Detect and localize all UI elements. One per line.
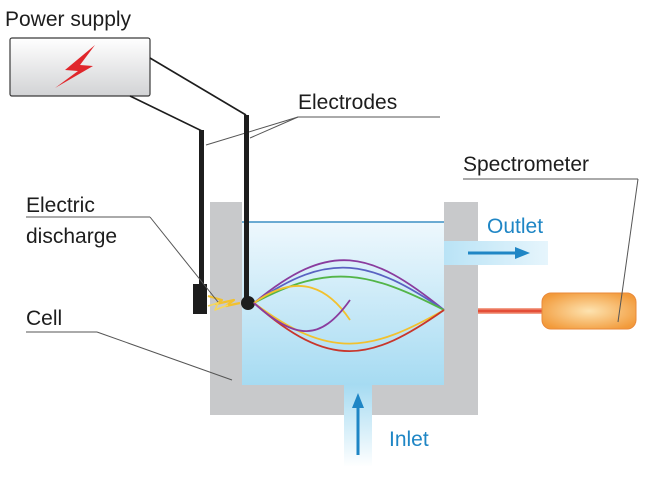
wave-purple xyxy=(253,259,445,311)
cell-callout: Cell xyxy=(26,307,233,381)
left-electrode-rod xyxy=(199,130,204,285)
electric-discharge-label-line1: Electric xyxy=(26,194,95,217)
electrodes-callout: Electrodes xyxy=(205,91,440,146)
electrodes-label: Electrodes xyxy=(298,91,397,114)
lightning-bolt-icon xyxy=(55,45,95,88)
outlet-label: Outlet xyxy=(487,215,543,238)
spectrometer-label: Spectrometer xyxy=(463,153,589,176)
cell-right-wall xyxy=(444,202,478,415)
spark-icon xyxy=(207,294,241,311)
electric-discharge-leader xyxy=(149,216,219,303)
cell-label: Cell xyxy=(26,307,62,330)
left-electrode-tip xyxy=(193,284,207,314)
cell-liquid xyxy=(242,222,444,385)
electric-discharge-label-line2: discharge xyxy=(26,225,117,248)
wave-green xyxy=(253,275,445,311)
electrodes-leader-right xyxy=(249,116,299,139)
wire-to-left-electrode xyxy=(129,95,203,132)
outlet-arrow xyxy=(468,247,530,259)
wave-blue xyxy=(253,266,445,311)
spectrometer-body xyxy=(541,292,637,330)
wave-yellow xyxy=(253,302,445,345)
inlet-label: Inlet xyxy=(389,428,429,451)
wave-purple-2 xyxy=(253,299,351,333)
power-supply-label: Power supply xyxy=(5,8,132,31)
inlet-arrow xyxy=(352,393,364,455)
right-electrode-ball xyxy=(241,296,255,310)
spectrometer: Spectrometer xyxy=(463,153,639,330)
wires xyxy=(129,57,247,132)
electrodes xyxy=(193,115,255,314)
cell-leader xyxy=(96,331,233,381)
optical-fiber xyxy=(478,308,544,314)
electric-discharge-callout: Electric discharge xyxy=(26,194,219,303)
right-electrode-rod xyxy=(244,115,249,300)
wire-to-right-electrode xyxy=(149,57,247,116)
wave-red xyxy=(253,302,445,353)
power-supply: Power supply xyxy=(5,8,151,97)
spectrometer-leader xyxy=(617,178,639,323)
electrodes-leader-left xyxy=(205,116,299,146)
light-waves xyxy=(253,259,445,353)
